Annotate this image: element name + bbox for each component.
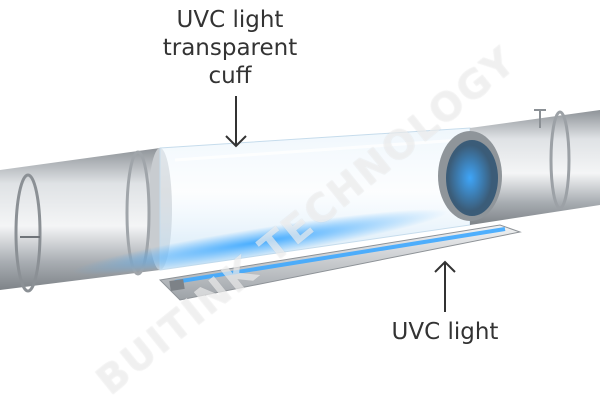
uvc-light-arrow	[434, 260, 456, 312]
transparent-cuff	[72, 127, 471, 275]
right-duct	[438, 109, 600, 225]
cuff-label: UVC light transparent cuff	[145, 6, 315, 90]
uvc-light-label: UVC light	[391, 319, 499, 345]
cuff-label-line-2: transparent	[162, 35, 298, 61]
cuff-label-line-3: cuff	[208, 63, 252, 89]
uvc-lamp-tray	[158, 224, 522, 301]
cuff-arrow	[225, 96, 247, 148]
cuff-label-line-1: UVC light	[176, 7, 284, 33]
